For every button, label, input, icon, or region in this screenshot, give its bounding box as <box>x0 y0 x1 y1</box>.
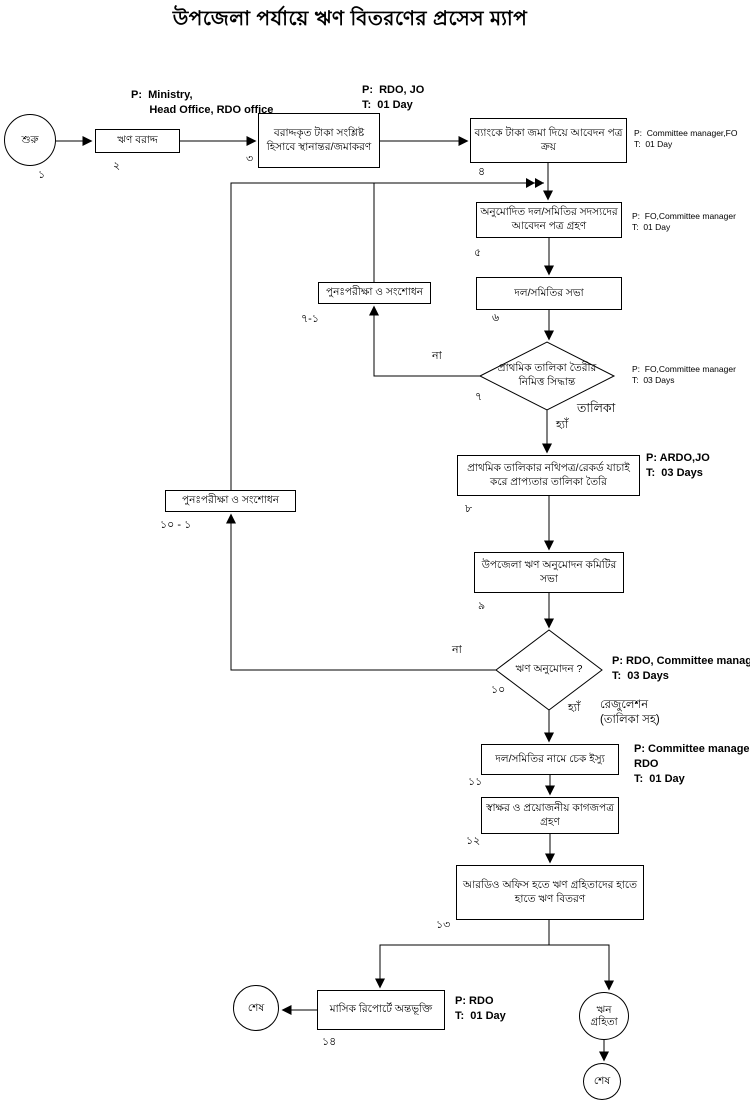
terminator-start-label: শুরু <box>21 133 39 146</box>
step-number-13: ১৩ <box>436 919 451 931</box>
process-signature-docs-label: স্বাক্ষর ও প্রয়োজনীয় কাগজপত্র গ্রহণ <box>486 801 614 828</box>
terminator-loan-recipient: ঋন গ্রহিতা <box>579 992 629 1040</box>
process-monthly-report: মাসিক রিপোর্টে অন্তভূক্তি <box>317 990 445 1030</box>
process-group-meeting: দল/সমিতির সভা <box>476 277 622 310</box>
edge-label-no-10: না <box>452 644 462 656</box>
step-number-14: ১৪ <box>322 1036 337 1048</box>
step-number-3: ৩ <box>246 153 254 165</box>
step-number-11: ১১ <box>468 776 483 788</box>
process-bank-deposit-label: ব্যাংকে টাকা জমা দিয়ে আবেদন পত্র ক্রয় <box>474 126 623 153</box>
step-number-1: ১ <box>38 169 46 181</box>
process-monthly-report-label: মাসিক রিপোর্টে অন্তভূক্তি <box>329 1003 433 1016</box>
double-arrowhead-icon <box>526 178 544 188</box>
annotation-bank-deposit: P: Committee manager,FO T: 01 Day <box>634 128 738 150</box>
decision-loan-approval: ঋণ অনুমোদন ? <box>497 658 601 682</box>
annotation-allocation: P: Ministry, Head Office, RDO office <box>131 89 274 116</box>
page-title: উপজেলা পর্যায়ে ঋণ বিতরণের প্রসেস ম্যাপ <box>172 8 528 30</box>
edge-label-yes-10: হ্যাঁ <box>568 702 581 714</box>
step-number-9: ৯ <box>478 600 486 612</box>
process-recheck-1-label: পুনঃপরীক্ষা ও সংশোধন <box>325 286 424 299</box>
terminator-end-bottom-label: শেষ <box>593 1075 611 1088</box>
step-number-2: ২ <box>113 160 121 172</box>
annotation-verify-records: P: ARDO,JO T: 03 Days <box>646 452 710 479</box>
edge-label-yes-7: হ্যাঁ <box>556 419 569 431</box>
decision-primary-list-label: প্রাথমিক তালিকা তৈরীর নিমিত্ত সিদ্ধান্ত <box>497 362 597 388</box>
process-committee-meeting-label: উপজেলা ঋণ অনুমোদন কমিটির সভা <box>481 558 617 585</box>
annotation-primary-list: P: FO,Committee manager T: 03 Days <box>632 364 736 386</box>
process-bank-deposit: ব্যাংকে টাকা জমা দিয়ে আবেদন পত্র ক্রয় <box>470 118 627 163</box>
decision-primary-list-shape <box>478 341 616 411</box>
process-loan-allocation: ঋণ বরাদ্দ <box>95 129 180 153</box>
decision-loan-approval-label: ঋণ অনুমোদন ? <box>515 663 583 676</box>
process-transfer-funds-label: বরাদ্দকৃত টাকা সংশ্লিষ্ট হিসাবে স্থানান্… <box>266 126 372 153</box>
terminator-end-left: শেষ <box>233 985 279 1031</box>
step-number-10: ১০ <box>491 684 506 696</box>
process-cheque-issue: দল/সমিতির নামে চেক ইস্যু <box>481 744 619 775</box>
step-number-12: ১২ <box>466 835 481 847</box>
process-transfer-funds: বরাদ্দকৃত টাকা সংশ্লিষ্ট হিসাবে স্থানান্… <box>258 113 380 168</box>
step-number-4: ৪ <box>478 166 486 178</box>
step-number-7: ৭ <box>475 391 483 403</box>
process-disburse-loan-label: আরডিও অফিস হতে ঋণ গ্রহিতাদের হাতে হাতে ঋ… <box>463 878 637 905</box>
terminator-loan-recipient-label: ঋন গ্রহিতা <box>590 1003 618 1028</box>
process-disburse-loan: আরডিও অফিস হতে ঋণ গ্রহিতাদের হাতে হাতে ঋ… <box>456 865 644 920</box>
process-recheck-1: পুনঃপরীক্ষা ও সংশোধন <box>318 282 431 304</box>
decision-loan-approval-shape <box>495 629 603 711</box>
edge-label-resolution-output: রেজুলেশন (তালিকা সহ) <box>600 699 660 726</box>
step-number-6: ৬ <box>492 312 500 324</box>
edge-label-list-output: তালিকা <box>577 401 616 415</box>
edge-label-no-7: না <box>432 350 442 362</box>
terminator-start: শুরু <box>4 114 56 166</box>
annotation-monthly-report: P: RDO T: 01 Day <box>455 995 506 1022</box>
process-committee-meeting: উপজেলা ঋণ অনুমোদন কমিটির সভা <box>474 552 624 593</box>
process-recheck-2-label: পুনঃপরীক্ষা ও সংশোধন <box>181 494 280 507</box>
terminator-end-bottom: শেষ <box>583 1063 621 1100</box>
step-number-8: ৮ <box>465 503 473 515</box>
process-receive-applications: অনুমোদিত দল/সমিতির সদস্যদের আবেদন পত্র গ… <box>476 202 622 238</box>
annotation-loan-approval: P: RDO, Committee manager, T: 03 Days <box>612 655 750 682</box>
annotation-receive-applications: P: FO,Committee manager T: 01 Day <box>632 211 736 233</box>
process-loan-allocation-label: ঋণ বরাদ্দ <box>117 134 158 147</box>
process-receive-applications-label: অনুমোদিত দল/সমিতির সদস্যদের আবেদন পত্র গ… <box>480 206 618 232</box>
process-group-meeting-label: দল/সমিতির সভা <box>514 286 584 299</box>
annotation-cheque-issue: P: Committee manager, RDO T: 01 Day <box>634 743 750 785</box>
step-number-5: ৫ <box>474 247 482 259</box>
process-cheque-issue-label: দল/সমিতির নামে চেক ইস্যু <box>495 752 605 765</box>
step-number-10-1: ১০ - ১ <box>160 519 192 531</box>
process-signature-docs: স্বাক্ষর ও প্রয়োজনীয় কাগজপত্র গ্রহণ <box>481 797 619 834</box>
terminator-end-left-label: শেষ <box>247 1001 265 1014</box>
annotation-transfer: P: RDO, JO T: 01 Day <box>362 84 425 111</box>
decision-primary-list: প্রাথমিক তালিকা তৈরীর নিমিত্ত সিদ্ধান্ত <box>489 355 605 397</box>
process-recheck-2: পুনঃপরীক্ষা ও সংশোধন <box>165 490 296 512</box>
step-number-7-1: ৭-১ <box>301 313 319 325</box>
process-verify-records-label: প্রাথমিক তালিকার নথিপত্র/রেকর্ড যাচাই কর… <box>467 461 630 488</box>
process-verify-records: প্রাথমিক তালিকার নথিপত্র/রেকর্ড যাচাই কর… <box>457 455 640 496</box>
